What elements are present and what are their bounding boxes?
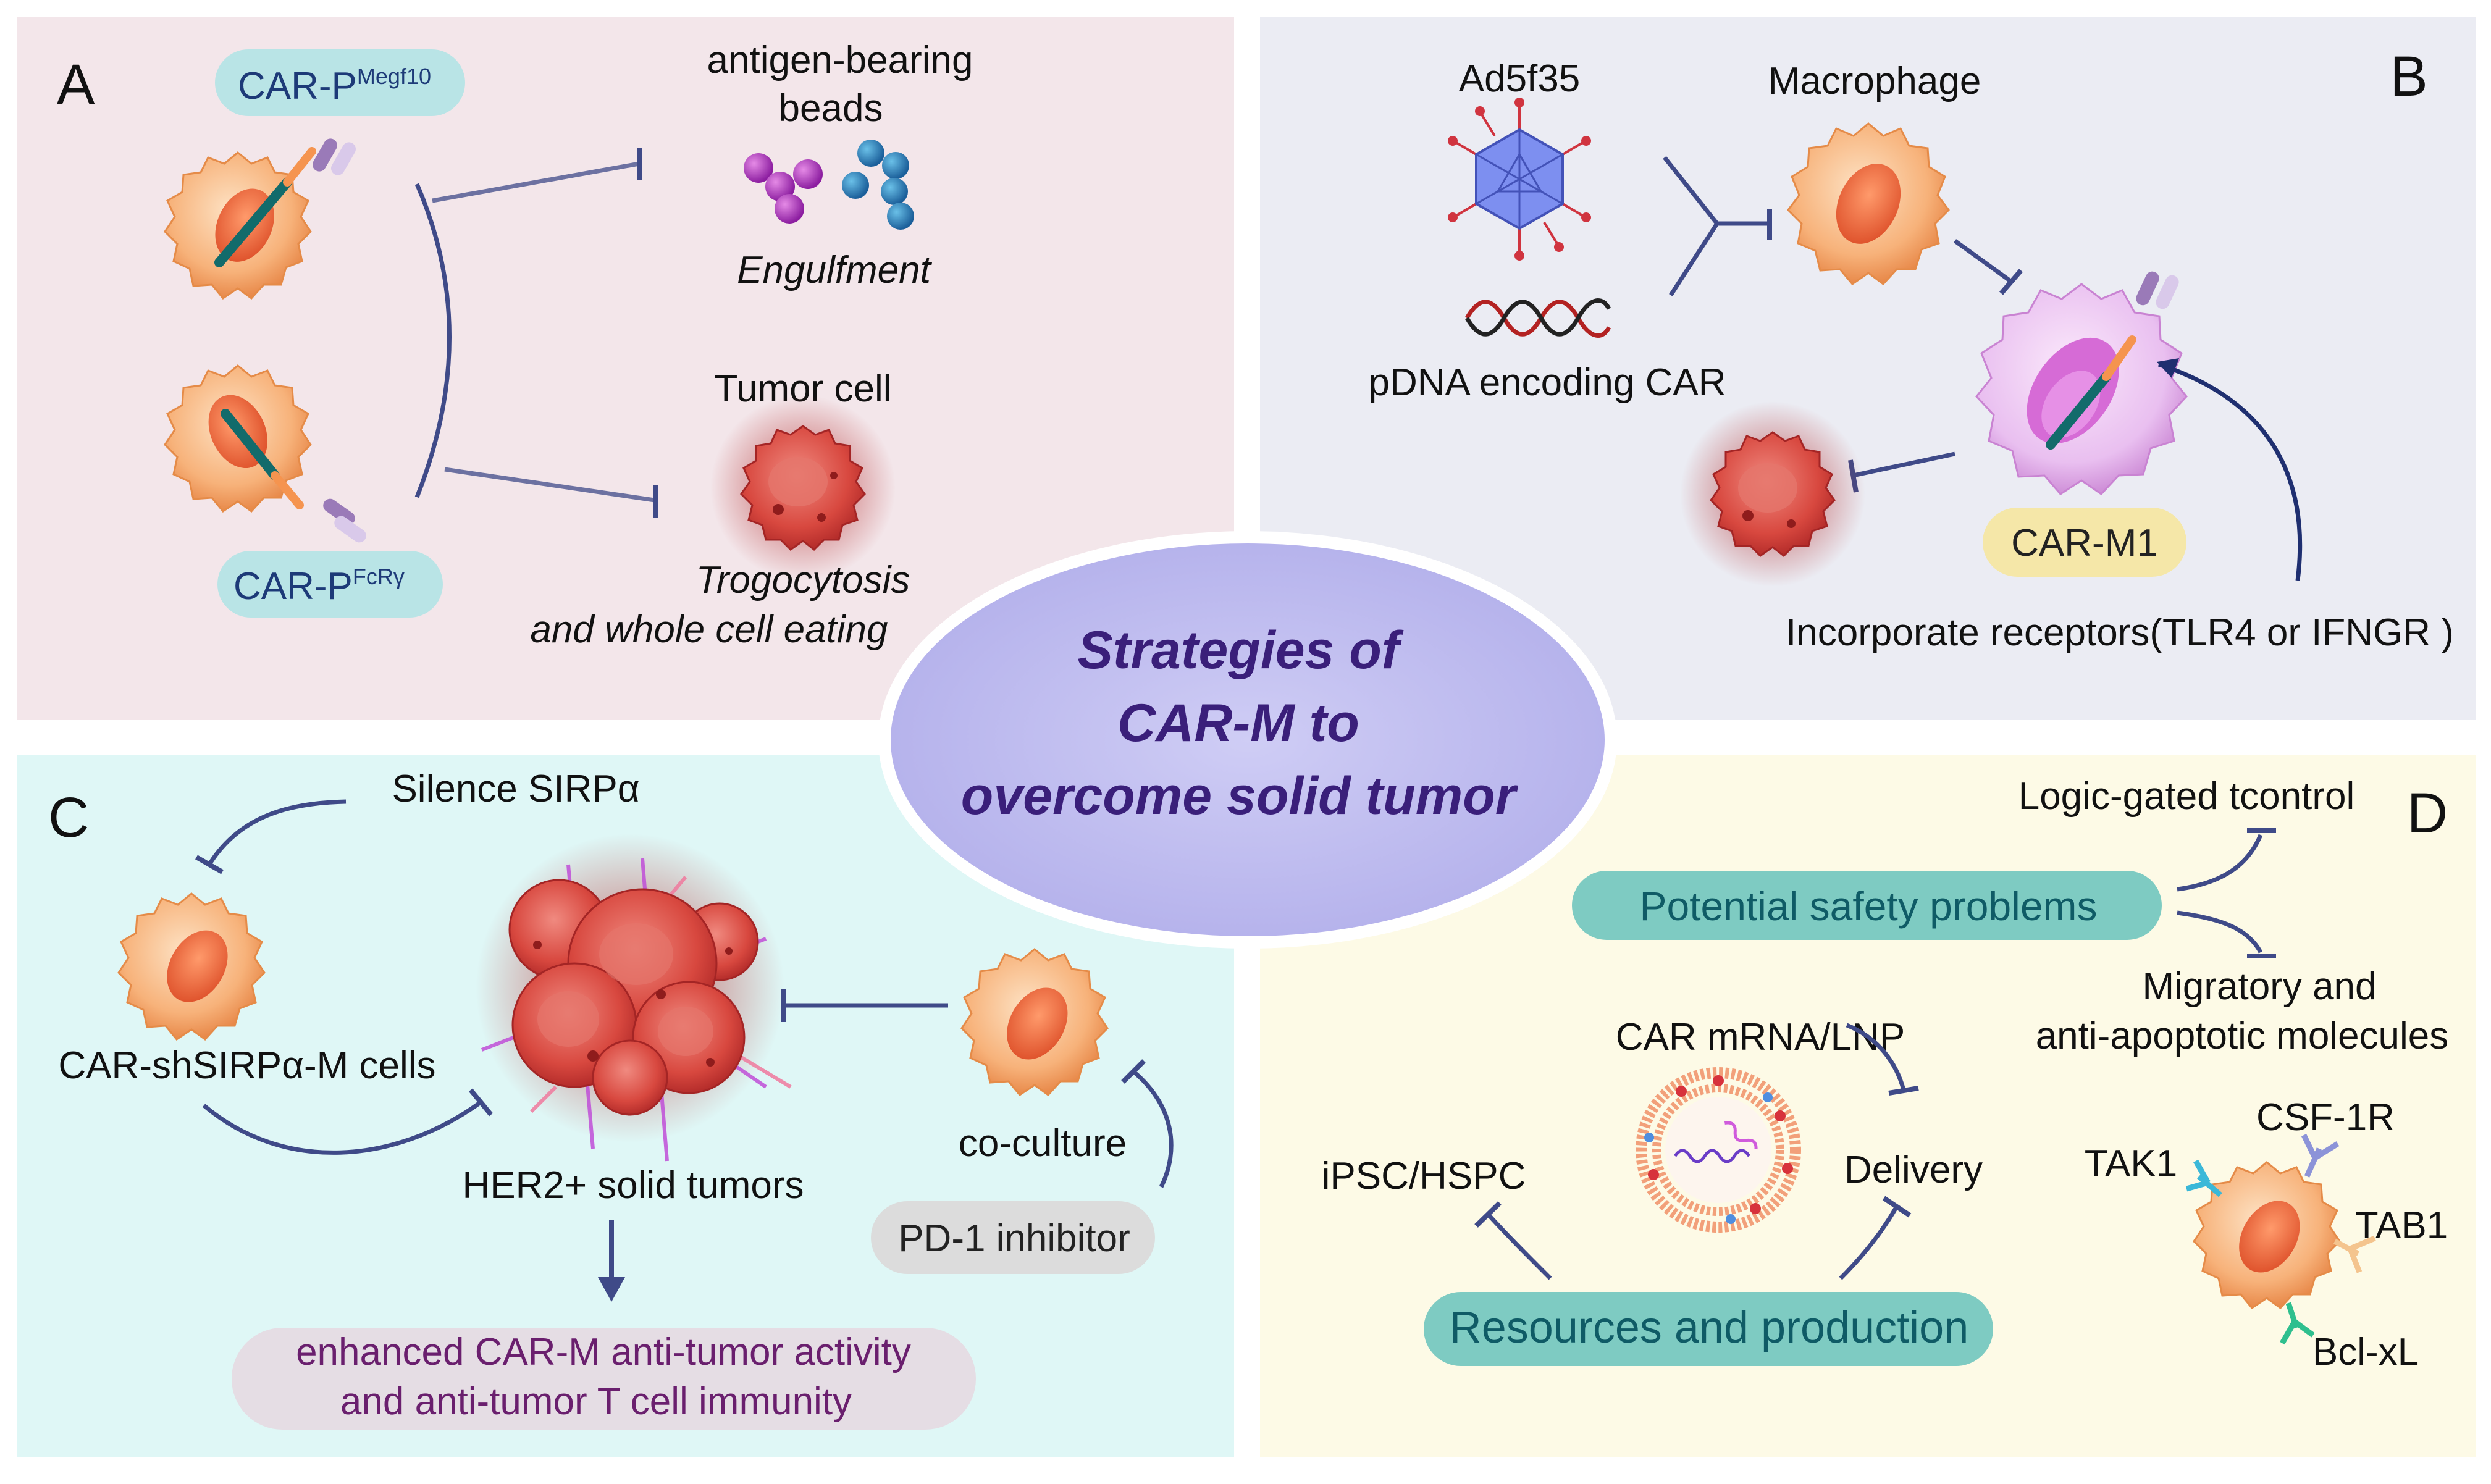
safety-problems-label: Potential safety problems (1639, 883, 2097, 929)
tab1-receptor-icon (2333, 1235, 2376, 1273)
trogocytosis-label: Trogocytosis (696, 559, 910, 602)
tak1-receptor-icon (2185, 1159, 2222, 1197)
enhanced-label-2: and anti-tumor T cell immunity (340, 1380, 852, 1423)
car-p-megf10-pill (215, 49, 465, 116)
center-title-line-1: Strategies of (1078, 621, 1404, 680)
resources-pill (1424, 1292, 1993, 1366)
car-receptor-m1-icon (2136, 271, 2179, 309)
inhibit-engulfment-line (432, 161, 640, 203)
macrophage-shsirpa (117, 892, 266, 1041)
macrophage-b (1787, 122, 1950, 286)
delivery-label: Delivery (1844, 1149, 1983, 1191)
tumor-cell-b (1680, 401, 1865, 587)
tab1-label: TAB1 (2355, 1204, 2448, 1247)
panel-b-letter: B (2390, 45, 2427, 108)
beads-label-2: beads (779, 87, 883, 130)
car-mrna-lnp-label: CAR mRNA/LNP (1616, 1016, 1905, 1059)
migratory-label-2: anti-apoptotic molecules (2036, 1015, 2449, 1057)
macrophage-megf10 (164, 147, 316, 300)
resources-label: Resources and production (1450, 1303, 1969, 1352)
safety-to-migratory-line (2177, 910, 2263, 954)
her2-label: HER2+ solid tumors (462, 1164, 804, 1207)
safety-to-logic-line (2177, 834, 2263, 892)
enhanced-label-1: enhanced CAR-M anti-tumor activity (296, 1331, 911, 1373)
resources-to-delivery-bar (1882, 1196, 1912, 1218)
panel-a-bracket (414, 183, 452, 498)
macrophage-d (2193, 1161, 2341, 1310)
inhibit-tumor-line (444, 467, 655, 503)
m1-to-tumor-line (1852, 451, 1955, 478)
panel-a-letter: A (57, 53, 95, 116)
tumor-cell-a (710, 395, 896, 581)
car-p-fcr-label: CAR-PFcRγ (233, 564, 405, 608)
mrna-to-delivery-bar (1888, 1086, 1919, 1096)
pd1-arrow-bar (1121, 1059, 1146, 1084)
coculture-label: co-culture (959, 1122, 1127, 1165)
car-p-megf10-label: CAR-PMegf10 (238, 64, 431, 107)
car-shsirpa-cells-label: CAR-shSIRPα-M cells (58, 1044, 435, 1087)
lipid-nanoparticle-icon (1636, 1067, 1801, 1233)
macrophage-label: Macrophage (1768, 60, 1981, 103)
car-m1-label: CAR-M1 (2011, 522, 2158, 564)
bclxl-receptor-icon (2280, 1302, 2315, 1345)
silence-arrow-line (208, 799, 347, 865)
receptors-label: Incorporate receptors(TLR4 or IFNGR ) (1786, 611, 2454, 654)
macrophage-to-m1-bar (1999, 269, 2023, 295)
antigen-beads-purple-icon (744, 153, 823, 224)
panel-c-letter: C (48, 786, 89, 849)
her2-tumor-cluster (476, 834, 792, 1162)
logic-gated-label: Logic-gated tcontrol (2018, 775, 2355, 818)
center-ellipse (891, 543, 1605, 936)
silence-sirpa-label: Silence SIRPα (392, 768, 639, 810)
ipsc-hspc-label: iPSC/HSPC (1322, 1155, 1526, 1197)
silence-arrow-bar (195, 855, 224, 874)
tak1-label: TAK1 (2085, 1142, 2177, 1185)
panel-d-letter: D (2407, 782, 2448, 845)
cells-to-tumor-bar (468, 1088, 494, 1117)
csf1r-label: CSF-1R (2256, 1096, 2395, 1139)
car-receptor-megf10-icon (313, 138, 356, 175)
car-m1-macrophage (1975, 283, 2188, 495)
engulfment-label: Engulfment (737, 249, 932, 291)
safety-problems-pill (1572, 871, 2162, 940)
receptor-arrow-head (2157, 358, 2179, 378)
mrna-to-delivery-line (1846, 1023, 1906, 1091)
whole-cell-eating-label: and whole cell eating (530, 608, 888, 651)
pdna-helix-icon (1464, 298, 1611, 338)
pd1-inhibitor-label: PD-1 inhibitor (898, 1217, 1130, 1260)
resources-to-delivery-line (1839, 1206, 1899, 1280)
bclxl-label: Bcl-xL (2312, 1331, 2419, 1373)
down-arrow-head (598, 1277, 625, 1302)
pd1-inhibitor-pill (871, 1201, 1155, 1274)
macrophage-fcr (164, 364, 312, 513)
migratory-label-1: Migratory and (2142, 965, 2376, 1008)
pdna-label: pDNA encoding CAR (1369, 361, 1726, 404)
car-m1-pill (1983, 508, 2186, 577)
car-p-fcr-pill (217, 551, 443, 618)
adenovirus-icon (1448, 98, 1591, 261)
cells-to-tumor-line (202, 1100, 482, 1155)
pd1-arrow-line (1132, 1070, 1174, 1188)
virus-label: Ad5f35 (1459, 57, 1581, 100)
enhanced-activity-box (232, 1328, 976, 1430)
center-title-line-2: CAR-M to (1117, 694, 1359, 753)
antigen-beads-blue-icon (842, 140, 914, 230)
center-title-line-3: overcome solid tumor (961, 766, 1519, 826)
csf1r-receptor-icon (2301, 1134, 2340, 1178)
receptor-arrow-line (2157, 362, 2303, 581)
macrophage-coculture (960, 948, 1109, 1097)
resources-to-ipsc-bar (1474, 1201, 1502, 1228)
car-receptor-fcr-icon (323, 498, 366, 543)
resources-to-ipsc-line (1485, 1212, 1552, 1280)
macrophage-to-m1-line (1953, 239, 2012, 283)
beads-label-1: antigen-bearing (707, 39, 973, 82)
